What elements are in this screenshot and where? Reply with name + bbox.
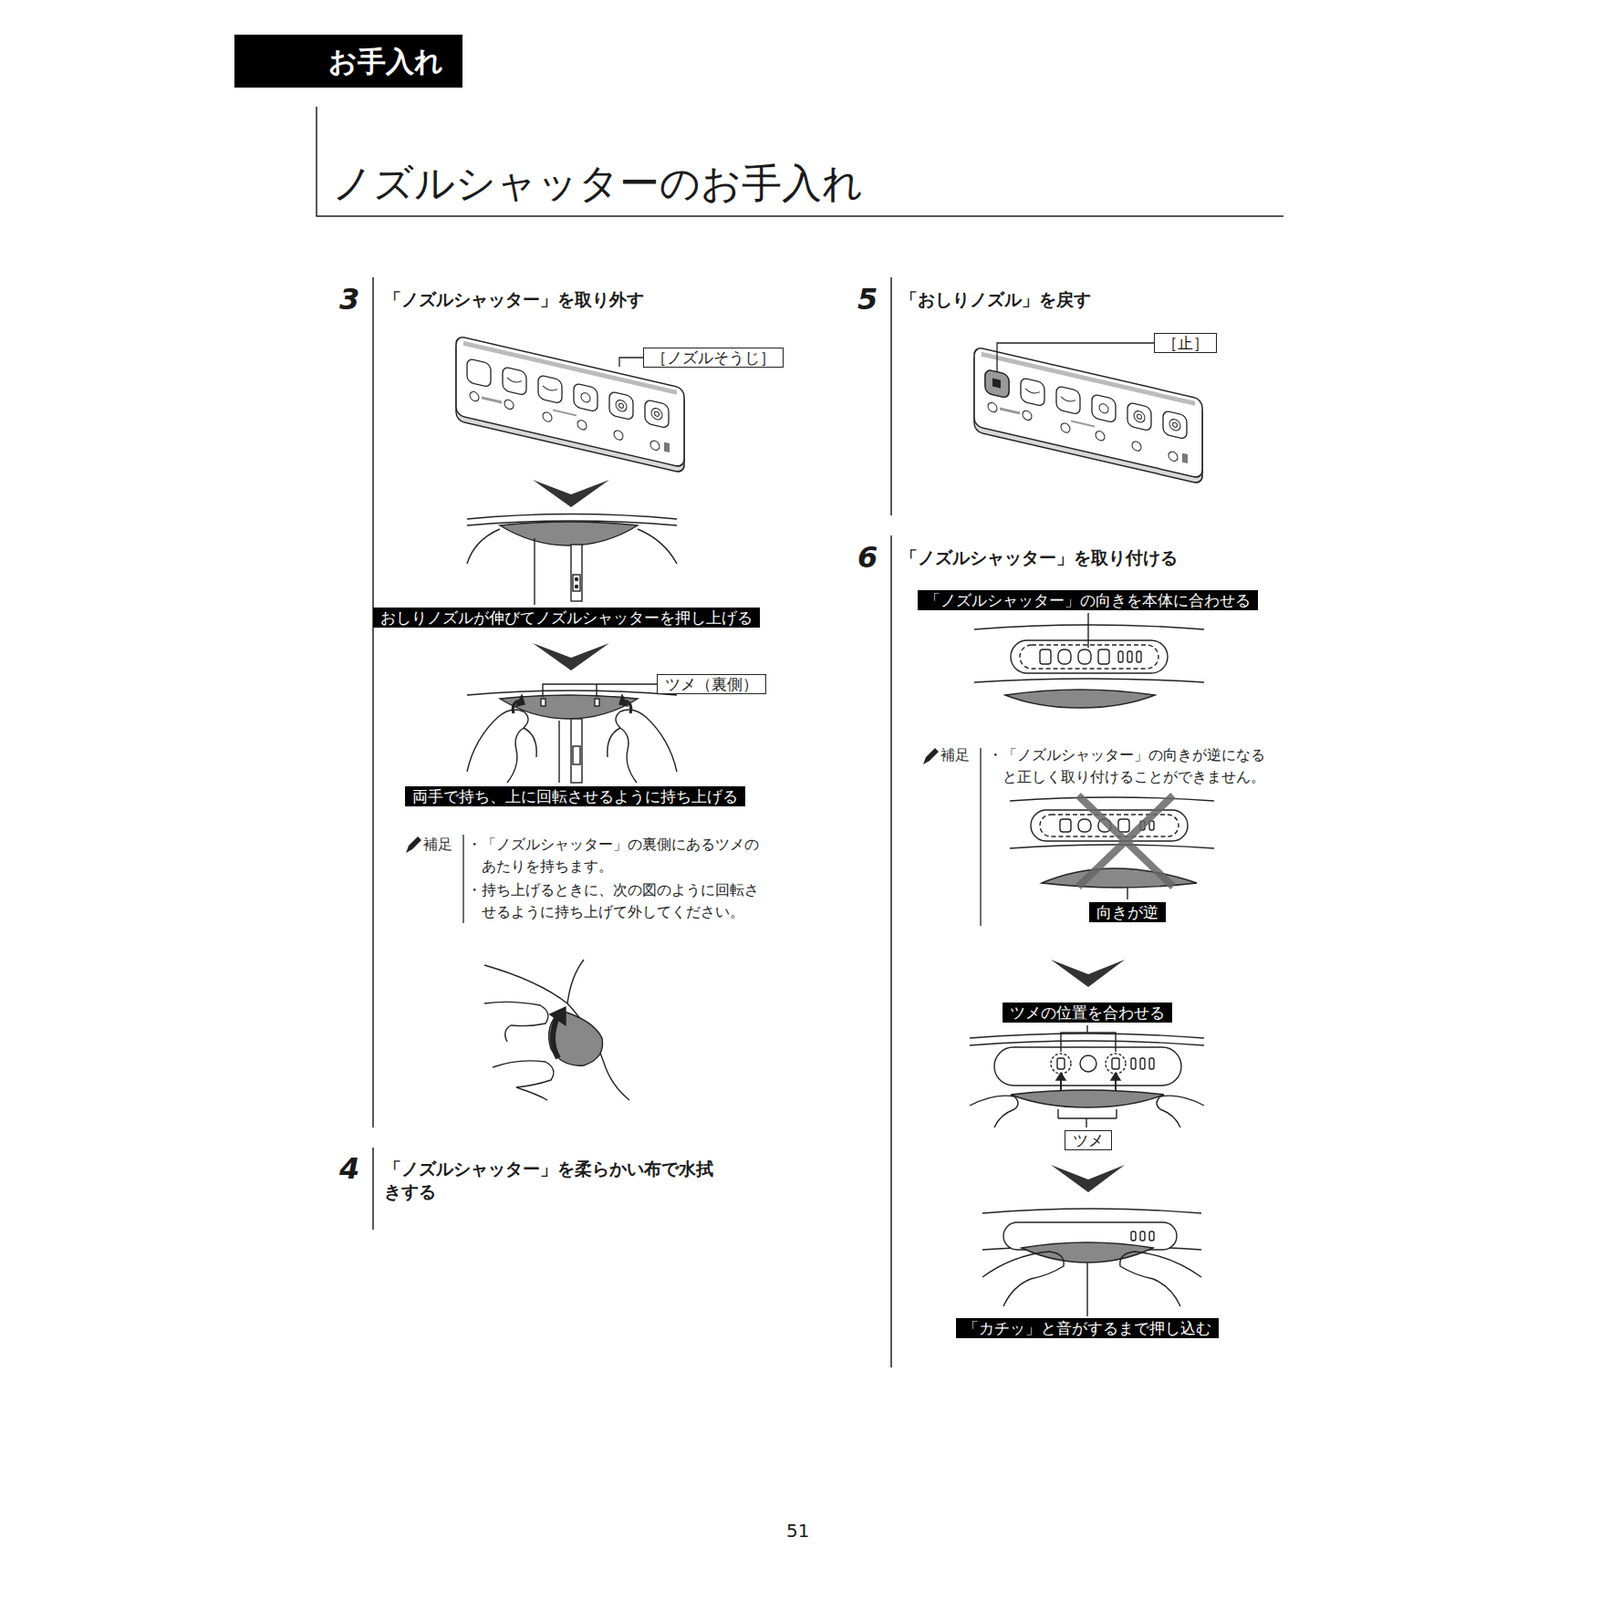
nozzle-illustration: [467, 514, 677, 606]
step-number: 5: [857, 281, 878, 317]
node-text: ツメの位置を合わせる: [1009, 1003, 1165, 1022]
node-text: 両手で持ち、上に回転させるように持ち上げる: [412, 787, 738, 806]
node-text: ［止］: [1162, 333, 1209, 353]
step-number: 6: [857, 540, 878, 575]
node-text: ［ノズルそうじ］: [651, 348, 776, 367]
callout-box: ［止］: [1153, 332, 1217, 354]
caption-band: ツメの位置を合わせる: [1002, 1002, 1173, 1023]
caption-band: 「ノズルシャッター」の向きを本体に合わせる: [917, 590, 1258, 611]
node-text: 「ノズルシャッター」の向きを本体に合わせる: [924, 591, 1251, 610]
node-text: お手入れ: [328, 34, 463, 88]
step-number: 4: [339, 1151, 360, 1186]
caption-band: おしりノズルが伸びてノズルシャッターを押し上げる: [373, 607, 760, 628]
rotate-illustration: [484, 959, 630, 1101]
note-text: ・「ノズルシャッター」の裏側にあるツメのあたりを持ちます。: [467, 833, 767, 878]
align-illustration: [969, 1025, 1205, 1128]
node-text: 向きが逆: [1096, 903, 1159, 922]
remote-control: [974, 346, 1203, 485]
note-text: ・「ノズルシャッター」の向きが逆になると正しく取り付けることができません。: [987, 744, 1275, 789]
note-tag: 補足: [423, 833, 453, 856]
callout-box: ツメ（裏側）: [656, 674, 767, 695]
caption-band: 「カチッ」と音がするまで押し込む: [955, 1318, 1219, 1339]
page-number: 51: [786, 1519, 810, 1542]
caption-band: 向きが逆: [1089, 902, 1166, 923]
callout-box: ［ノズルそうじ］: [643, 347, 784, 368]
push-illustration: [982, 1208, 1202, 1317]
node-text: ツメ（裏側）: [664, 675, 759, 694]
step-heading: 「ノズルシャッター」を取り外す: [384, 288, 645, 312]
node-text: ツメ: [1072, 1131, 1104, 1150]
step-number: 3: [339, 281, 360, 317]
node-text: 「カチッ」と音がするまで押し込む: [963, 1319, 1212, 1338]
callout-box: ツメ: [1064, 1130, 1112, 1151]
page-title: ノズルシャッターのお手入れ: [332, 158, 863, 208]
step-heading: 「おしりノズル」を戻す: [900, 288, 1091, 312]
node-text: おしりノズルが伸びてノズルシャッターを押し上げる: [380, 608, 753, 627]
step-heading: 「ノズルシャッター」を柔らかい布で水拭きする: [384, 1157, 724, 1204]
note-text: ・持ち上げるときに、次の図のように回転させるように持ち上げて外してください。: [467, 879, 767, 924]
section-tab: お手入れ: [234, 34, 463, 88]
wrong-illustration: [1009, 795, 1215, 900]
attach-illustration: [974, 612, 1205, 708]
caption-band: 両手で持ち、上に回転させるように持ち上げる: [405, 786, 746, 807]
step-heading: 「ノズルシャッター」を取り付ける: [900, 546, 1178, 570]
note-tag: 補足: [940, 744, 970, 767]
remove-illustration: [467, 684, 677, 783]
